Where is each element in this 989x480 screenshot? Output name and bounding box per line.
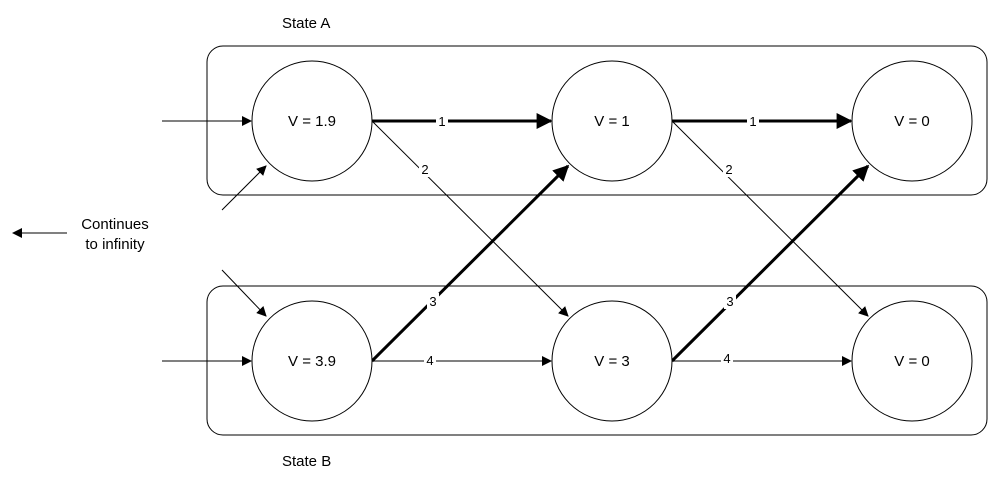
- edge-label-bg-b2-b3: [721, 350, 733, 366]
- node-b3: [851, 300, 973, 422]
- edge-label-a1-a2: 1: [438, 114, 445, 129]
- edge-b2-a3: [670, 164, 870, 363]
- edge-b1-a2: [370, 164, 570, 363]
- node-a3: [851, 60, 973, 182]
- edge-label-bg-b1-b2: [424, 352, 436, 368]
- edge-a1-b2: [371, 120, 569, 317]
- continues-label-line1: Continues: [81, 216, 149, 233]
- node-b2-label: V = 3: [594, 353, 629, 370]
- node-a3-label: V = 0: [894, 113, 929, 130]
- edge-label-a2-b3: 2: [725, 162, 732, 177]
- edge-label-b2-b3: 4: [723, 351, 730, 366]
- node-a1: [251, 60, 373, 182]
- edge-label-bg-a2-a3: [747, 113, 759, 129]
- node-b1: [251, 300, 373, 422]
- edge-label-bg-b2-a3: [724, 293, 736, 309]
- edge-label-bg-a1-a2: [436, 113, 448, 129]
- incoming-diag-to-b: [221, 269, 267, 317]
- node-b2: [551, 300, 673, 422]
- node-a2: [551, 60, 673, 182]
- edge-label-bg-a1-b2: [419, 161, 431, 177]
- node-a1-label: V = 1.9: [288, 113, 336, 130]
- state-b-label: State B: [282, 453, 331, 470]
- node-b1-label: V = 3.9: [288, 353, 336, 370]
- edge-label-b1-b2: 4: [426, 353, 433, 368]
- node-b3-label: V = 0: [894, 353, 929, 370]
- edge-label-a1-b2: 2: [421, 162, 428, 177]
- continues-label-line2: to infinity: [85, 236, 145, 253]
- edge-label-bg-a2-b3: [723, 161, 735, 177]
- state-a-label: State A: [282, 15, 330, 32]
- edge-label-bg-b1-a2: [427, 293, 439, 309]
- edge-label-a2-a3: 1: [749, 114, 756, 129]
- edge-a2-b3: [671, 120, 869, 317]
- edge-label-b1-a2: 3: [429, 294, 436, 309]
- incoming-diag-to-a: [221, 165, 267, 211]
- node-a2-label: V = 1: [594, 113, 629, 130]
- edge-label-b2-a3: 3: [726, 294, 733, 309]
